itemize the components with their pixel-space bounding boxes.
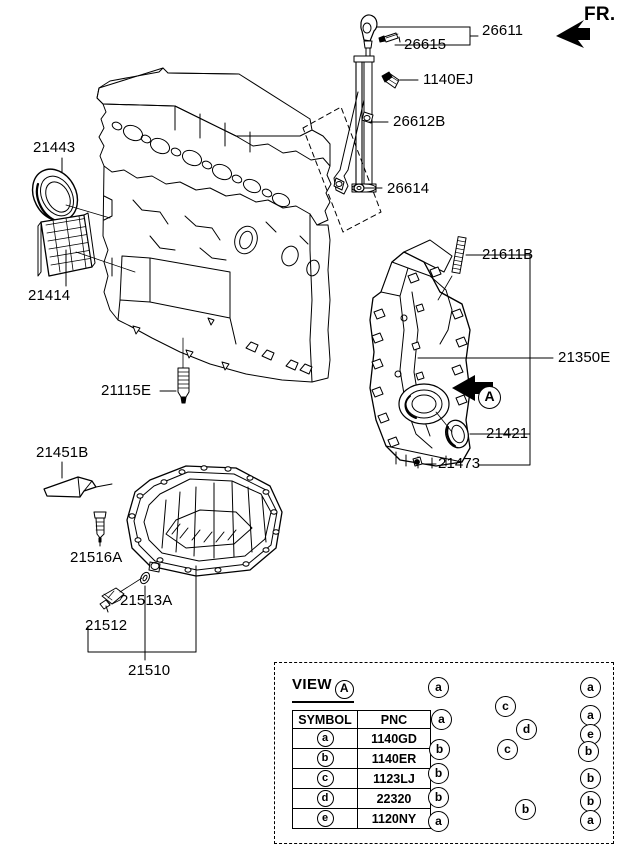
oil-level-gauge-assembly-drawing	[333, 14, 400, 195]
inset-bubble-a[interactable]: a	[580, 810, 601, 831]
table-row: e 1120NY	[292, 808, 431, 829]
callout-21513A[interactable]: 21513A	[120, 592, 173, 609]
symbol-bubble-d: d	[316, 790, 334, 807]
symbol-bubble-a: a	[316, 730, 334, 747]
pnc-cell: 1123LJ	[357, 768, 431, 789]
symbol-cell: c	[292, 768, 358, 789]
table-row: d 22320	[292, 788, 431, 809]
inset-bubble-b[interactable]: b	[428, 787, 449, 808]
front-direction-label: FR.	[584, 4, 616, 25]
callout-26615[interactable]: 26615	[404, 36, 447, 53]
callout-26614[interactable]: 26614	[387, 180, 430, 197]
rear-oil-seal-part	[31, 168, 79, 222]
oil-pan-bolt-part	[93, 511, 107, 543]
inset-bubble-c[interactable]: c	[497, 739, 518, 760]
inset-bubble-b[interactable]: b	[580, 768, 601, 789]
inset-bubble-b[interactable]: b	[580, 791, 601, 812]
symbol-cell: b	[292, 748, 358, 769]
rear-seal-retainer-part	[37, 212, 96, 277]
drain-plug-part	[99, 587, 125, 610]
symbol-cell: a	[292, 728, 358, 749]
pnc-cell: 1120NY	[357, 808, 431, 829]
table-row: c 1123LJ	[292, 768, 431, 789]
pnc-cell: 1140ER	[357, 748, 431, 769]
inset-bubble-a[interactable]: a	[580, 705, 601, 726]
leader-21512	[105, 605, 109, 613]
callout-21414[interactable]: 21414	[28, 287, 71, 304]
oil-pan-drawing	[126, 465, 283, 577]
table-row: b 1140ER	[292, 748, 431, 769]
block-bolt-part	[177, 337, 190, 404]
symbol-bubble-e: e	[316, 810, 334, 827]
header-symbol: SYMBOL	[292, 710, 358, 729]
inset-bubble-c[interactable]: c	[495, 696, 516, 717]
pnc-cell: 1140GD	[357, 728, 431, 749]
callout-21510[interactable]: 21510	[128, 662, 171, 679]
symbol-cell: d	[292, 788, 358, 809]
front-oil-seal-part	[445, 419, 469, 449]
inset-bubble-a[interactable]: a	[428, 677, 449, 698]
callout-1140EJ[interactable]: 1140EJ	[423, 71, 474, 88]
pnc-cell: 22320	[357, 788, 431, 809]
timing-chain-cover-drawing	[369, 239, 471, 469]
inset-bubble-a[interactable]: a	[428, 811, 449, 832]
inset-bubble-b[interactable]: b	[428, 763, 449, 784]
cylinder-block-drawing	[96, 67, 332, 383]
inset-bubble-b[interactable]: b	[578, 741, 599, 762]
cover-plug-part	[412, 456, 423, 467]
callout-21443[interactable]: 21443	[33, 139, 76, 156]
inset-bubble-b[interactable]: b	[429, 739, 450, 760]
symbol-pnc-table: SYMBOL PNC a 1140GD b 1140ER c 1123LJ d …	[292, 710, 431, 829]
timing-cover-stud-part	[437, 236, 467, 301]
callout-21421[interactable]: 21421	[486, 425, 529, 442]
callout-21115E[interactable]: 21115E	[101, 382, 152, 399]
oil-pan-baffle-part	[43, 476, 113, 498]
view-a-title-text: VIEW	[292, 676, 332, 693]
callout-21512[interactable]: 21512	[85, 617, 128, 634]
view-a-title-letter: A	[334, 680, 354, 699]
callout-21516A[interactable]: 21516A	[70, 549, 123, 566]
symbol-cell: e	[292, 808, 358, 829]
table-row: a 1140GD	[292, 728, 431, 749]
callout-21473[interactable]: 21473	[438, 455, 481, 472]
inset-bubble-b[interactable]: b	[515, 799, 536, 820]
inset-bubble-a[interactable]: a	[580, 677, 601, 698]
inset-bubble-d[interactable]: d	[516, 719, 537, 740]
callout-26611[interactable]: 26611	[482, 22, 524, 39]
callout-21611B[interactable]: 21611B	[482, 246, 534, 263]
inset-bubble-a[interactable]: a	[431, 709, 452, 730]
drain-plug-gasket-part	[139, 571, 151, 585]
bracket-26611	[469, 26, 479, 46]
table-header-row: SYMBOL PNC	[292, 710, 431, 729]
symbol-bubble-b: b	[316, 750, 334, 767]
view-a-marker[interactable]: A	[478, 386, 501, 409]
reference-outline	[302, 106, 382, 233]
callout-21451B[interactable]: 21451B	[36, 444, 89, 461]
symbol-bubble-c: c	[316, 770, 334, 787]
callout-26612B[interactable]: 26612B	[393, 113, 446, 130]
header-pnc: PNC	[357, 710, 431, 729]
callout-21350E[interactable]: 21350E	[558, 349, 611, 366]
view-direction-arrow	[452, 375, 493, 401]
